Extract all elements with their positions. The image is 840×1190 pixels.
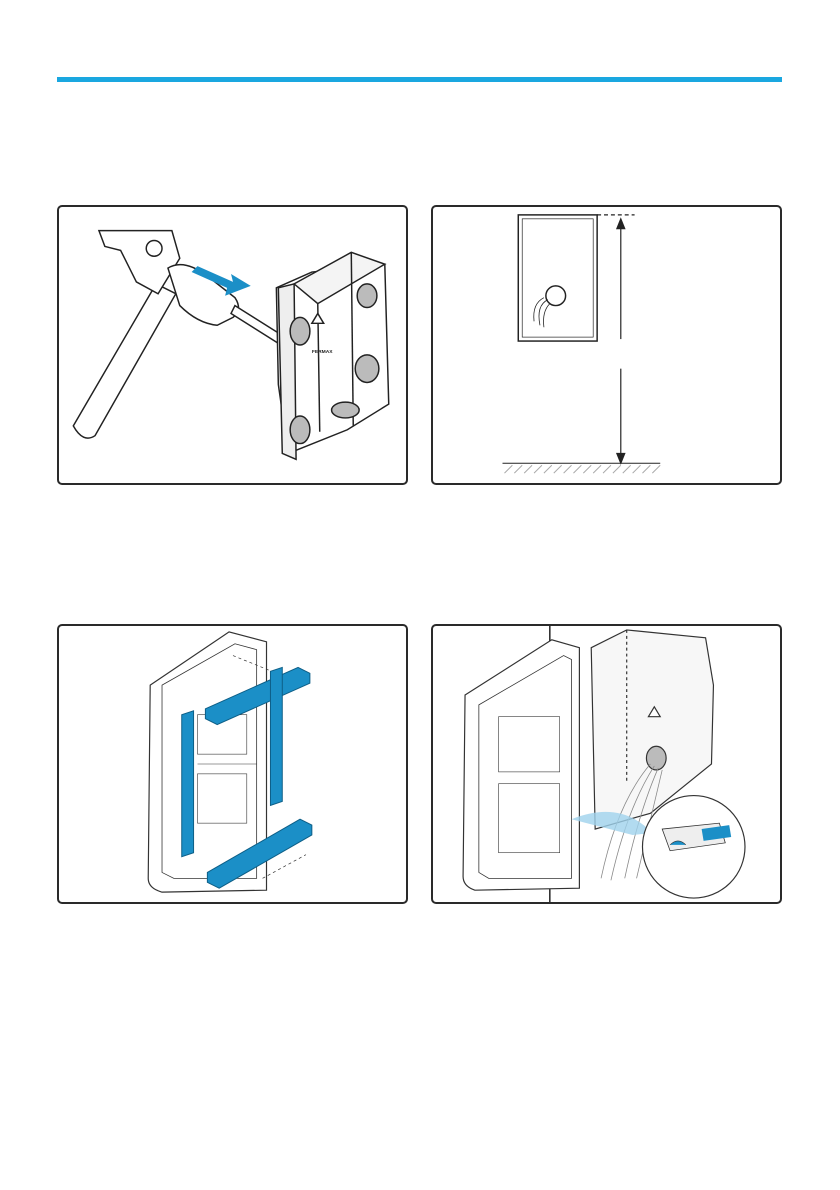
- height-dimension-icon: [597, 215, 634, 463]
- header-accent-bar: [57, 77, 782, 82]
- box-brand-label: FERMAX: [312, 349, 333, 355]
- spacers-illustration: [59, 626, 406, 902]
- hammer-icon: [73, 231, 179, 438]
- figure-panel-height: [431, 205, 782, 485]
- mounting-illustration: [433, 626, 780, 902]
- height-illustration: [433, 207, 780, 483]
- figure-panel-mounting: [431, 624, 782, 904]
- flush-box-icon: FERMAX: [276, 252, 388, 459]
- box-outline-icon: [518, 215, 597, 341]
- unit-front-icon: [463, 640, 579, 890]
- figure-panel-knockout: FERMAX: [57, 205, 408, 485]
- figure-panel-spacers: [57, 624, 408, 904]
- floor-line-icon: [503, 463, 661, 473]
- knockout-illustration: FERMAX: [59, 207, 406, 483]
